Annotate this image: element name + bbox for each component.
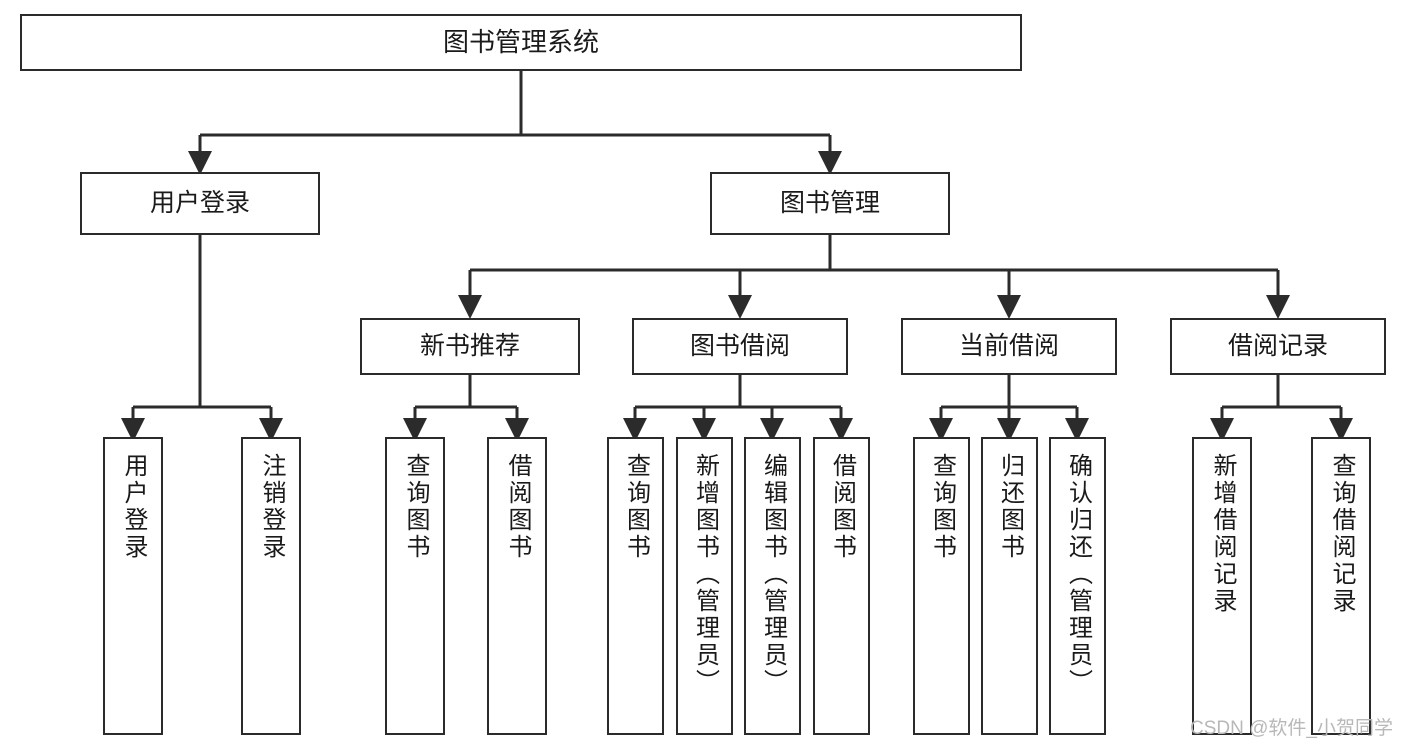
node-user-login[interactable]: 用户登录 <box>80 172 320 235</box>
leaf-borrow-book-recommend[interactable]: 借阅图书 <box>487 437 547 735</box>
node-label: 借阅图书 <box>828 453 856 561</box>
node-new-book-recommend[interactable]: 新书推荐 <box>360 318 580 375</box>
node-label: 编辑图书（管理员） <box>759 453 787 696</box>
node-label: 新增借阅记录 <box>1209 453 1236 615</box>
node-label: 当前借阅 <box>958 331 1059 360</box>
node-label: 用户登录 <box>149 188 250 217</box>
leaf-return-book[interactable]: 归还图书 <box>981 437 1038 735</box>
node-label: 用户登录 <box>120 453 147 561</box>
leaf-add-borrow-record[interactable]: 新增借阅记录 <box>1192 437 1252 735</box>
leaf-query-book-borrow[interactable]: 查询图书 <box>607 437 664 735</box>
node-label: 查询图书 <box>622 453 650 561</box>
leaf-user-login[interactable]: 用户登录 <box>103 437 163 735</box>
node-label: 借阅记录 <box>1227 331 1328 360</box>
node-label: 查询图书 <box>928 453 956 561</box>
node-label: 借阅图书 <box>504 453 531 561</box>
node-label: 新增图书（管理员） <box>691 453 719 696</box>
node-label: 查询图书 <box>402 453 429 561</box>
node-book-management[interactable]: 图书管理 <box>710 172 950 235</box>
node-book-borrow[interactable]: 图书借阅 <box>632 318 848 375</box>
node-label: 新书推荐 <box>419 331 520 360</box>
leaf-query-book-current[interactable]: 查询图书 <box>913 437 970 735</box>
leaf-query-borrow-record[interactable]: 查询借阅记录 <box>1311 437 1371 735</box>
leaf-confirm-return-admin[interactable]: 确认归还（管理员） <box>1049 437 1106 735</box>
node-borrow-record[interactable]: 借阅记录 <box>1170 318 1386 375</box>
node-label: 图书管理 <box>779 188 880 217</box>
leaf-borrow-book-borrow[interactable]: 借阅图书 <box>813 437 870 735</box>
node-label: 图书管理系统 <box>442 27 599 58</box>
node-label: 查询借阅记录 <box>1328 453 1355 615</box>
leaf-query-book-recommend[interactable]: 查询图书 <box>385 437 445 735</box>
node-label: 归还图书 <box>996 453 1024 561</box>
node-label: 图书借阅 <box>689 331 790 360</box>
node-label: 注销登录 <box>258 453 285 561</box>
node-current-borrow[interactable]: 当前借阅 <box>901 318 1117 375</box>
leaf-user-logout[interactable]: 注销登录 <box>241 437 301 735</box>
node-label: 确认归还（管理员） <box>1064 453 1092 696</box>
csdn-watermark: CSDN @软件_小贺同学 <box>1190 718 1393 739</box>
leaf-add-book-admin[interactable]: 新增图书（管理员） <box>676 437 733 735</box>
node-root-system[interactable]: 图书管理系统 <box>20 14 1022 71</box>
leaf-edit-book-admin[interactable]: 编辑图书（管理员） <box>744 437 801 735</box>
